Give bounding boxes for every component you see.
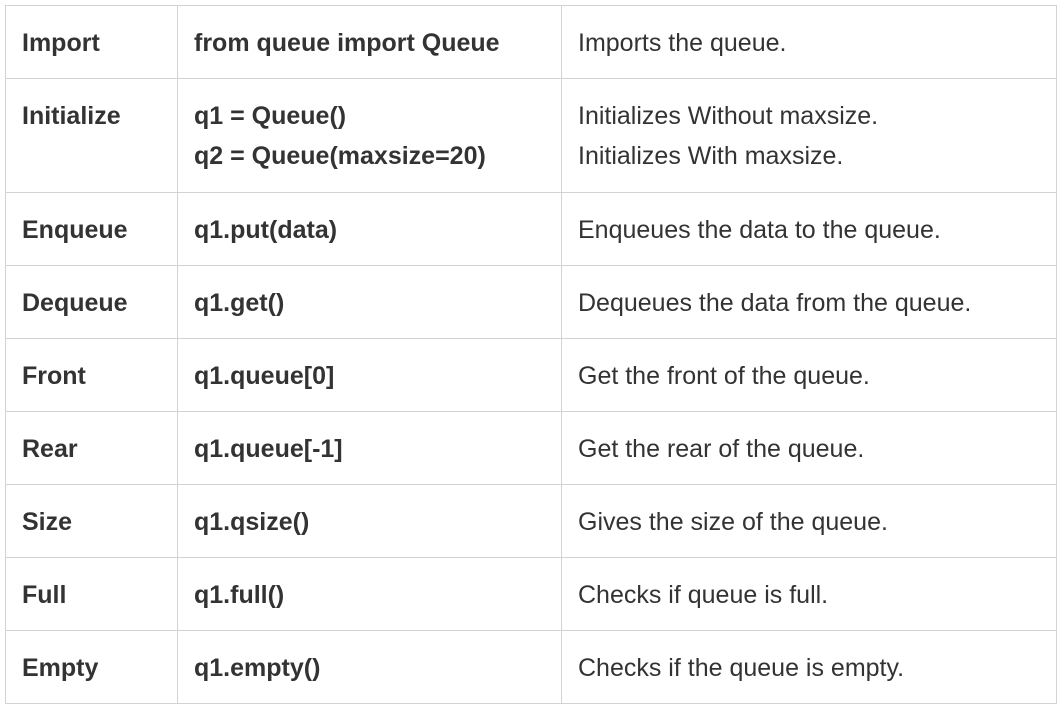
- operation-code: q1.get(): [177, 265, 562, 339]
- code-line: q1.qsize(): [194, 508, 310, 536]
- operation-name: Import: [5, 5, 178, 79]
- operation-code: from queue import Queue: [177, 5, 562, 79]
- queue-operations-table: Import from queue import Queue Imports t…: [5, 5, 1057, 704]
- code-line: q1.queue[0]: [194, 362, 335, 390]
- code-line: from queue import Queue: [194, 29, 500, 57]
- operation-code: q1.queue[0]: [177, 338, 562, 412]
- operation-name: Full: [5, 557, 178, 631]
- code-line: q1.put(data): [194, 216, 338, 244]
- operation-code: q1.full(): [177, 557, 562, 631]
- table-row-full: Full q1.full() Checks if queue is full.: [5, 557, 1057, 631]
- operation-description: Get the rear of the queue.: [561, 411, 1057, 485]
- operation-name: Size: [5, 484, 178, 558]
- table-row-initialize: Initialize q1 = Queue() q2 = Queue(maxsi…: [5, 78, 1057, 193]
- table-row-enqueue: Enqueue q1.put(data) Enqueues the data t…: [5, 192, 1057, 266]
- code-line: q1.empty(): [194, 654, 321, 682]
- operation-name: Dequeue: [5, 265, 178, 339]
- operation-description: Gives the size of the queue.: [561, 484, 1057, 558]
- description-line: Initializes With maxsize.: [578, 142, 844, 170]
- operation-code: q1 = Queue() q2 = Queue(maxsize=20): [177, 78, 562, 193]
- operation-description: Imports the queue.: [561, 5, 1057, 79]
- description-line: Get the rear of the queue.: [578, 435, 865, 463]
- operation-description: Enqueues the data to the queue.: [561, 192, 1057, 266]
- code-line: q1 = Queue(): [194, 102, 347, 130]
- operation-description: Dequeues the data from the queue.: [561, 265, 1057, 339]
- description-line: Initializes Without maxsize.: [578, 102, 879, 130]
- operation-code: q1.empty(): [177, 630, 562, 704]
- operation-name: Front: [5, 338, 178, 412]
- description-line: Imports the queue.: [578, 29, 787, 57]
- code-line: q1.get(): [194, 289, 285, 317]
- code-line: q1.full(): [194, 581, 285, 609]
- description-line: Checks if the queue is empty.: [578, 654, 905, 682]
- operation-name: Initialize: [5, 78, 178, 193]
- description-line: Enqueues the data to the queue.: [578, 216, 941, 244]
- operation-description: Get the front of the queue.: [561, 338, 1057, 412]
- operation-description: Initializes Without maxsize. Initializes…: [561, 78, 1057, 193]
- table-row-size: Size q1.qsize() Gives the size of the qu…: [5, 484, 1057, 558]
- table-row-front: Front q1.queue[0] Get the front of the q…: [5, 338, 1057, 412]
- description-line: Dequeues the data from the queue.: [578, 289, 972, 317]
- operation-code: q1.put(data): [177, 192, 562, 266]
- table-row-empty: Empty q1.empty() Checks if the queue is …: [5, 630, 1057, 704]
- description-line: Get the front of the queue.: [578, 362, 870, 390]
- table-row-import: Import from queue import Queue Imports t…: [5, 5, 1057, 79]
- operation-description: Checks if queue is full.: [561, 557, 1057, 631]
- code-line: q2 = Queue(maxsize=20): [194, 142, 486, 170]
- table-row-dequeue: Dequeue q1.get() Dequeues the data from …: [5, 265, 1057, 339]
- description-line: Gives the size of the queue.: [578, 508, 888, 536]
- description-line: Checks if queue is full.: [578, 581, 829, 609]
- operation-name: Empty: [5, 630, 178, 704]
- operation-code: q1.qsize(): [177, 484, 562, 558]
- code-line: q1.queue[-1]: [194, 435, 343, 463]
- operation-description: Checks if the queue is empty.: [561, 630, 1057, 704]
- operation-name: Rear: [5, 411, 178, 485]
- operation-name: Enqueue: [5, 192, 178, 266]
- operation-code: q1.queue[-1]: [177, 411, 562, 485]
- table-row-rear: Rear q1.queue[-1] Get the rear of the qu…: [5, 411, 1057, 485]
